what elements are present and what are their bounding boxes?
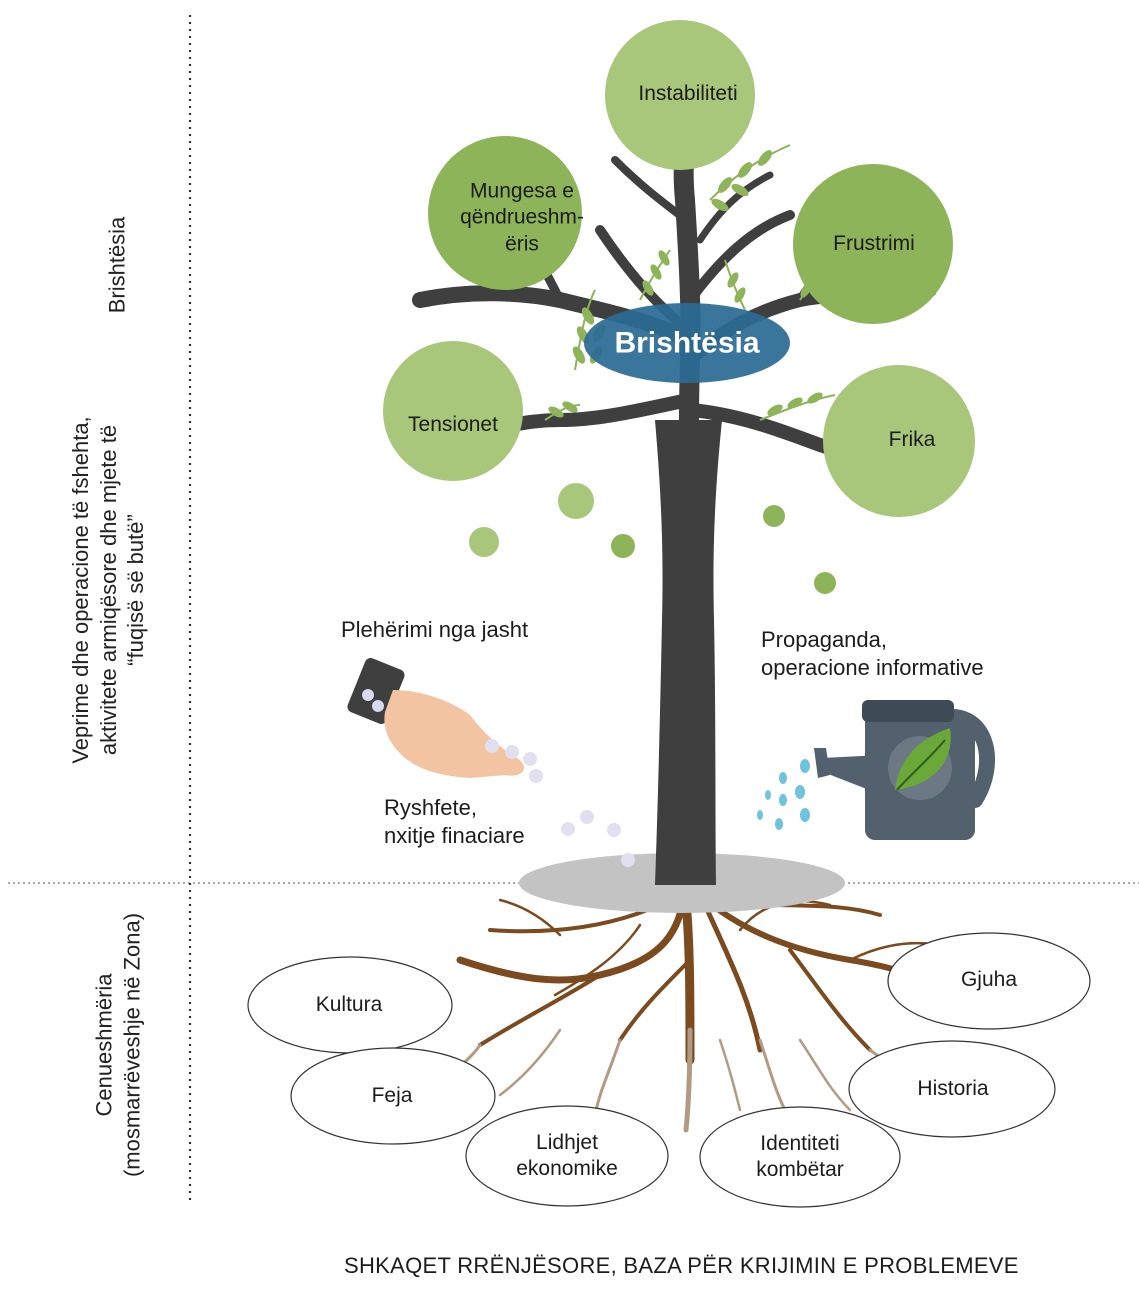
root-ellipse-gjuha: [887, 932, 1091, 1030]
circle-label-frustrimi: Frustrimi: [833, 231, 915, 255]
center-ellipse: [584, 303, 790, 383]
side-label-middle: Veprime dhe operacione të fshehta, aktiv…: [67, 416, 148, 764]
side-label-bottom: Cenueshmëria (mosmarrëveshje në Zona): [91, 912, 145, 1178]
root-ellipse-historia: [848, 1040, 1056, 1138]
circle-label-tensionet: Tensionet: [408, 412, 498, 436]
root-ellipse-lidhjet: [465, 1105, 669, 1207]
watering-can: [814, 700, 996, 840]
root-label-lidhjet: Lidhjet ekonomike: [516, 1130, 618, 1180]
root-label-identiteti: Identiteti kombëtar: [756, 1131, 844, 1181]
root-label-feja: Feja: [371, 1083, 413, 1107]
root-label-gjuha: Gjuha: [960, 967, 1018, 991]
root-label-kultura: Kultura: [315, 992, 383, 1016]
falling-dots: [469, 483, 836, 594]
footer-caption: SHKAQET RRËNJËSORE, BAZA PËR KRIJIMIN E …: [344, 1253, 1019, 1278]
coin-dots: [485, 739, 635, 867]
circle-tensionet: [383, 341, 523, 481]
annotation-fertilizer: Plehërimi nga jasht: [341, 617, 529, 642]
root-ellipses: [247, 932, 1091, 1208]
circle-label-instabiliteti: Instabiliteti: [638, 81, 738, 105]
circle-frika: [823, 365, 975, 517]
circle-instabiliteti: [605, 20, 755, 170]
trunk: [655, 420, 722, 885]
center-label: Brishtësia: [614, 326, 760, 360]
circle-label-mungesa: Mungesa e qëndrueshm- ëris: [460, 179, 584, 256]
annotation-bribes: Ryshfete, nxitje finaciare: [384, 795, 525, 848]
water-drops: [757, 759, 810, 830]
root-ellipse-feja: [290, 1047, 496, 1145]
circle-label-frika: Frika: [888, 427, 936, 451]
root-label-historia: Historia: [917, 1076, 989, 1100]
circle-frustrimi: [793, 164, 953, 324]
hand-illustration: [347, 658, 525, 778]
root-ellipse-identiteti: [699, 1106, 901, 1208]
annotation-propaganda: Propaganda, operacione informative: [761, 627, 984, 680]
circle-mungesa: [428, 136, 582, 290]
side-label-top: Brishtësia: [104, 216, 130, 314]
